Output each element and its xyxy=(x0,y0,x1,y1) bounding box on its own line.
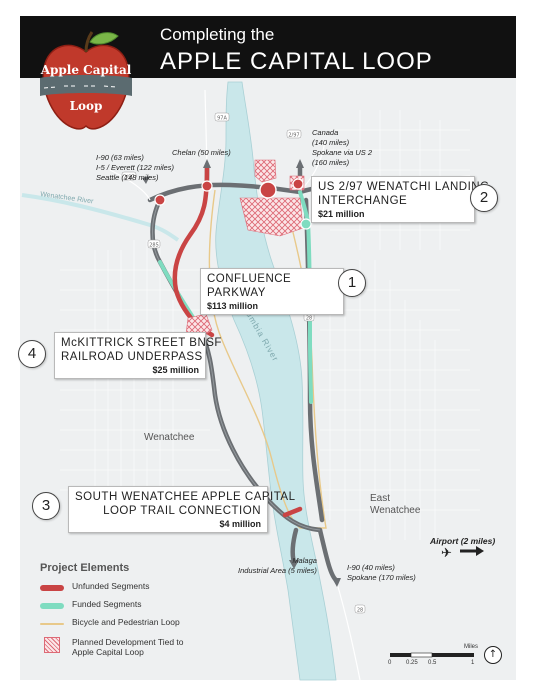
node-east xyxy=(292,178,304,190)
place-wenatchee: Wenatchee xyxy=(144,432,195,443)
legend-swatch-planned-dev xyxy=(44,637,60,653)
legend-swatch-funded xyxy=(40,603,64,609)
page-subtitle: Completing the xyxy=(160,25,275,44)
legend-item-unfunded: Unfunded Segments xyxy=(40,580,240,598)
project-3-name: SOUTH WENATCHEE APPLE CAPITAL LOOP TRAIL… xyxy=(75,491,295,517)
arrow-southeast xyxy=(332,578,341,587)
project-1-cost: $113 million xyxy=(207,301,259,311)
legend-label-planned-dev: Planned Development Tied to Apple Capita… xyxy=(72,637,184,657)
north-arrow-icon: ↑ xyxy=(484,646,502,664)
scale-tick-1: 1 xyxy=(471,660,475,666)
project-3-cost: $4 million xyxy=(219,519,261,529)
project-2-number: 2 xyxy=(470,184,498,212)
shield-285: 285 xyxy=(149,243,159,249)
dest-airport: Airport (2 miles) xyxy=(430,536,496,546)
scale-unit: Miles xyxy=(464,644,479,650)
dest-east: Canada (140 miles) Spokane via US 2 (160… xyxy=(312,128,373,167)
legend-item-bike-ped: Bicycle and Pedestrian Loop xyxy=(40,616,240,634)
legend: Project Elements Unfunded Segments Funde… xyxy=(40,562,240,662)
scale-tick-025: 0.25 xyxy=(406,660,418,666)
legend-swatch-unfunded xyxy=(40,585,64,591)
legend-label-bike-ped: Bicycle and Pedestrian Loop xyxy=(72,617,180,627)
callout-project-3: SOUTH WENATCHEE APPLE CAPITAL LOOP TRAIL… xyxy=(68,486,295,533)
direction-arrows xyxy=(142,159,341,587)
arrow-east xyxy=(296,159,304,168)
scale-bar: Miles 0 0.25 0.5 1 xyxy=(388,640,478,670)
scale-tick-05: 0.5 xyxy=(428,660,437,666)
scale-tick-0: 0 xyxy=(388,660,392,666)
dest-chelan: Chelan (50 miles) xyxy=(172,148,231,157)
shield-2-97-west: 2/97 xyxy=(123,175,134,181)
project-4-name: McKITTRICK STREET BNSF RAILROAD UNDERPAS… xyxy=(61,337,222,363)
project-4-cost: $25 million xyxy=(152,365,199,375)
route-shields: 97A 2/97 2/97 285 28 28 xyxy=(121,112,366,614)
shield-97a: 97A xyxy=(217,116,227,122)
shield-28-south: 28 xyxy=(357,608,363,614)
arrow-west xyxy=(142,176,150,184)
project-1-number: 1 xyxy=(338,269,366,297)
project-2-cost: $21 million xyxy=(318,209,365,219)
project-3-number: 3 xyxy=(32,492,60,520)
highway-casing xyxy=(152,199,321,531)
logo-text-bottom: Loop xyxy=(70,99,103,113)
scale-bar-graphic xyxy=(390,652,474,658)
airplane-icon: ✈ xyxy=(441,546,452,561)
project-2-name: US 2/97 WENATCHI LANDING INTERCHANGE xyxy=(318,181,490,207)
legend-swatch-bike-ped xyxy=(40,623,64,625)
legend-item-planned-dev: Planned Development Tied to Apple Capita… xyxy=(40,636,240,662)
node-west xyxy=(154,194,166,206)
dest-southeast: I-90 (40 miles) Spokane (170 miles) xyxy=(347,563,416,582)
callout-project-4: McKITTRICK STREET BNSF RAILROAD UNDERPAS… xyxy=(54,332,222,379)
callout-project-1: CONFLUENCE PARKWAY $113 million xyxy=(200,268,344,315)
legend-label-unfunded: Unfunded Segments xyxy=(72,581,150,591)
project-4-number: 4 xyxy=(18,340,46,368)
node-wenatchi-landing xyxy=(259,181,277,199)
callout-project-2: US 2/97 WENATCHI LANDING INTERCHANGE $21… xyxy=(311,176,490,223)
legend-label-funded: Funded Segments xyxy=(72,599,142,609)
dest-malaga: Malaga Industrial Area (5 miles) xyxy=(238,556,317,575)
node-funded xyxy=(300,218,312,230)
dest-west: I-90 (63 miles) I-5 / Everett (122 miles… xyxy=(96,153,174,182)
legend-title: Project Elements xyxy=(40,562,130,574)
arrow-malaga xyxy=(289,560,299,569)
place-east-wenatchee: East Wenatchee xyxy=(370,493,421,516)
shield-28-north: 28 xyxy=(306,316,312,322)
page-title: APPLE CAPITAL LOOP xyxy=(160,48,433,75)
legend-item-funded: Funded Segments xyxy=(40,598,240,616)
wenatchee-river xyxy=(21,193,180,242)
node-chelan xyxy=(201,180,213,192)
shield-2-97-north: 2/97 xyxy=(288,133,299,139)
arrow-chelan xyxy=(203,159,211,168)
project-1-name: CONFLUENCE PARKWAY xyxy=(207,273,292,299)
logo-text-top: Apple Capital xyxy=(40,63,132,77)
airport-arrowhead xyxy=(476,546,484,556)
apple-capital-loop-logo: Apple Capital Loop xyxy=(40,31,132,130)
